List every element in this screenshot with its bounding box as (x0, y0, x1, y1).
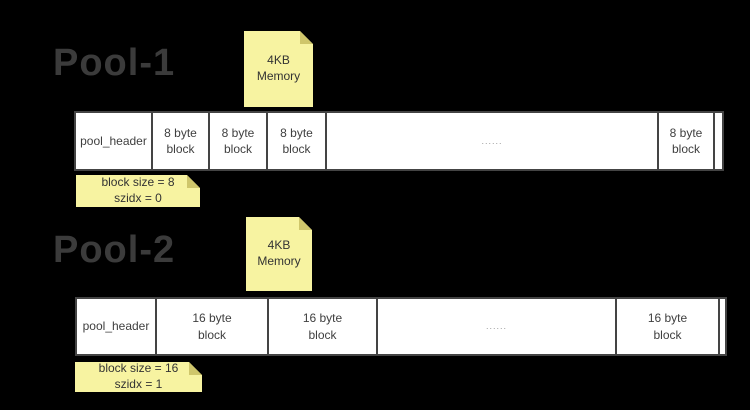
pool-1-byte-block-3: 8 byte block (268, 113, 327, 169)
pool-1-callout-note: block size = 8 szidx = 0 (76, 175, 200, 207)
pool-1-memory-row: pool_header 8 byte block 8 byte block 8 … (74, 111, 724, 171)
pool-1-byte-block-2: 8 byte block (210, 113, 268, 169)
pool-1-memory-note: 4KB Memory (244, 31, 313, 107)
pool-2-title: Pool-2 (53, 229, 176, 271)
pool-2-byte-block-2: 16 byte block (269, 299, 378, 354)
pool-2-callout-note: block size = 16 szidx = 1 (75, 362, 202, 392)
pool-1-byte-block-4: 8 byte block (659, 113, 715, 169)
pool-2-ellipsis-block: ...... (378, 299, 617, 354)
pool-2-partial-block (720, 299, 725, 354)
pool-2-callout-note-text: block size = 16 szidx = 1 (98, 361, 179, 391)
pool-1-ellipsis-block: ...... (327, 113, 659, 169)
pool-1-title: Pool-1 (53, 42, 176, 84)
note-fold-corner-icon (300, 31, 313, 44)
note-fold-corner-icon (187, 175, 200, 188)
note-fold-corner-icon (299, 217, 312, 230)
pool-2-byte-block-1: 16 byte block (157, 299, 269, 354)
pool-2-memory-note: 4KB Memory (246, 217, 312, 291)
pool-1-header-block: pool_header (76, 113, 153, 169)
note-fold-corner-icon (189, 362, 202, 375)
pool-1-byte-block-1: 8 byte block (153, 113, 210, 169)
pool-1-partial-block (715, 113, 722, 169)
pool-2-byte-block-3: 16 byte block (617, 299, 720, 354)
pool-2-header-block: pool_header (77, 299, 157, 354)
pool-2-memory-note-text: 4KB Memory (257, 238, 301, 268)
pool-2-memory-row: pool_header 16 byte block 16 byte block … (75, 297, 727, 356)
pool-1-callout-note-text: block size = 8 szidx = 0 (101, 175, 175, 205)
pool-1-memory-note-text: 4KB Memory (256, 53, 301, 83)
